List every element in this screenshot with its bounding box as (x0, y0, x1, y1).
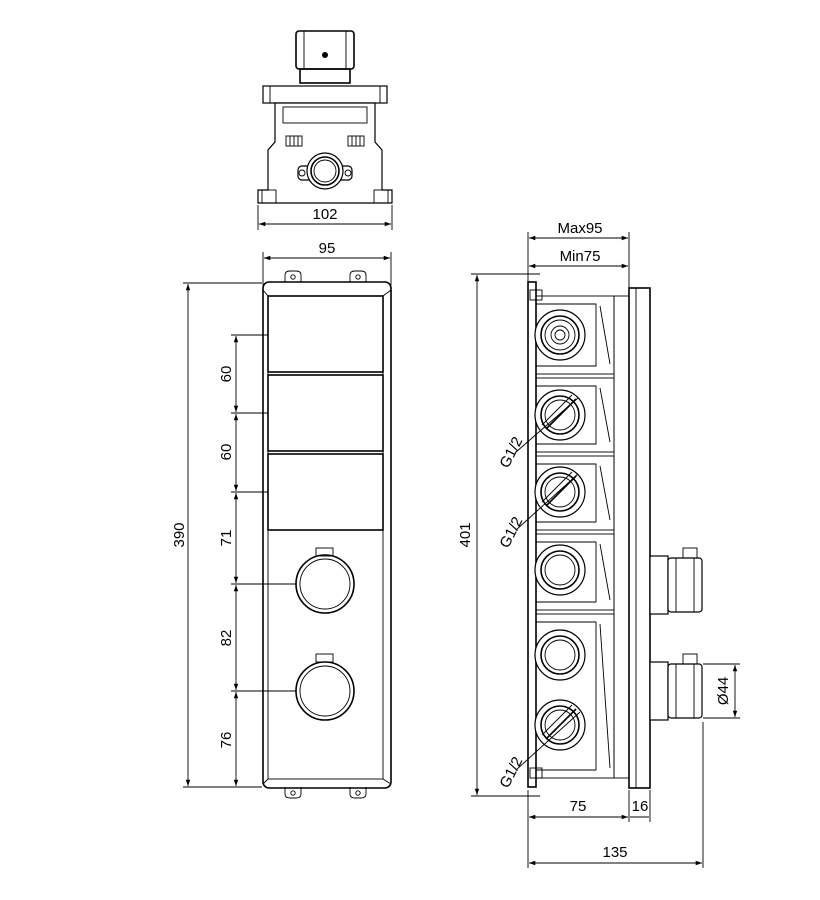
total-depth-label: 135 (602, 844, 627, 861)
body-depth-label: 75 (570, 798, 587, 815)
top-view: 102 (257, 30, 393, 230)
spacing-label-2: 60 (218, 444, 235, 461)
side-modules (529, 289, 615, 779)
push-button-3 (267, 453, 384, 531)
spacing-label-5: 76 (218, 732, 235, 749)
front-height-label: 390 (171, 522, 188, 547)
spacing-label-3: 71 (218, 530, 235, 547)
top-width-label: 102 (312, 206, 337, 223)
front-view: 95 390 (171, 240, 392, 799)
side-port (534, 309, 586, 361)
thread-label-2: G1/2 (496, 514, 526, 551)
control-knob-1 (295, 554, 355, 614)
spacing-label-1: 60 (218, 366, 235, 383)
plate-depth-label: 16 (632, 798, 649, 815)
push-button-1 (267, 295, 384, 373)
thread-label-3: G1/2 (496, 754, 526, 791)
side-port (534, 629, 586, 681)
min-depth-label: Min75 (560, 248, 601, 265)
side-view: Max95 Min75 Ø44 401 G1/2 (457, 220, 740, 868)
front-width-label: 95 (319, 240, 336, 257)
side-height-label: 401 (457, 522, 474, 547)
thread-label-1: G1/2 (496, 434, 526, 471)
control-knob-2 (295, 661, 355, 721)
diameter-label: Ø44 (715, 677, 732, 705)
spacing-label-4: 82 (218, 630, 235, 647)
side-module-block (535, 613, 615, 779)
max-depth-label: Max95 (557, 220, 602, 237)
front-plate (262, 281, 392, 789)
push-button-2 (267, 374, 384, 452)
stem-dot (322, 52, 328, 58)
side-port (534, 544, 586, 596)
